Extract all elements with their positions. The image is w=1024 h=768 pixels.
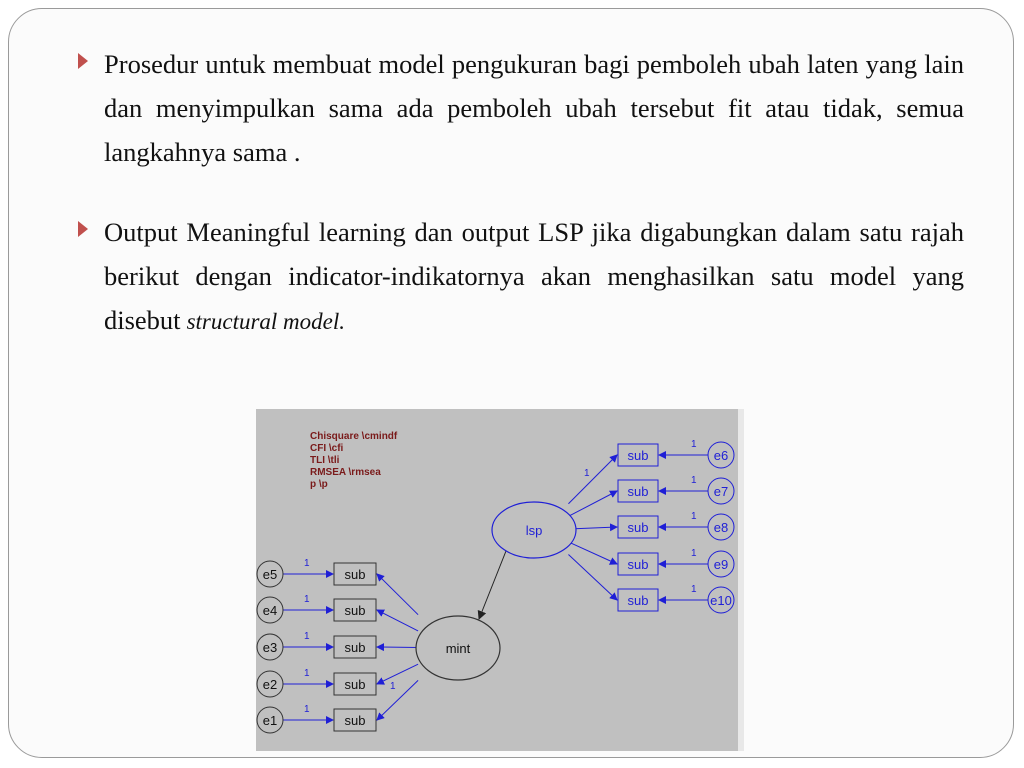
error-circle-e6 (707, 441, 735, 469)
fit-index-label: TLI \tli (310, 455, 340, 466)
indicator-box-label: sub (345, 603, 366, 618)
path-lsp-to-indicator (568, 454, 618, 505)
path-mint-to-indicator (376, 573, 419, 616)
latent-lsp-label: lsp (526, 523, 543, 538)
error-weight: 1 (304, 631, 310, 642)
error-circle-e5 (256, 560, 284, 588)
error-circle-e7 (707, 477, 735, 505)
indicator-box-right (617, 552, 659, 576)
error-weight: 1 (691, 584, 697, 595)
indicator-box-right (617, 443, 659, 467)
error-circle-e10 (707, 586, 735, 614)
indicator-box-label: sub (345, 567, 366, 582)
indicator-box-right (617, 479, 659, 503)
error-weight: 1 (304, 704, 310, 715)
indicator-box-label: sub (628, 557, 649, 572)
diagram-scrollbar-edge (738, 409, 744, 751)
path-mint-to-indicator (376, 680, 419, 721)
error-label-e3: e3 (263, 640, 277, 655)
error-weight: 1 (304, 668, 310, 679)
error-circle-e9 (707, 550, 735, 578)
bullet-text-emphasis: structural model. (186, 309, 346, 334)
error-weight: 1 (691, 475, 697, 486)
bullet-text: Prosedur untuk membuat model pengukuran … (104, 49, 964, 167)
loading-weight: 1 (584, 468, 590, 479)
indicator-box-left (333, 562, 377, 586)
bullet-item-output: Output Meaningful learning dan output LS… (78, 210, 964, 344)
path-mint-to-indicator (376, 663, 419, 685)
indicator-box-label: sub (628, 484, 649, 499)
error-label-e6: e6 (714, 448, 728, 463)
indicator-box-left (333, 672, 377, 696)
error-weight: 1 (691, 548, 697, 559)
indicator-box-left (333, 598, 377, 622)
indicator-box-label: sub (628, 520, 649, 535)
path-mint-to-indicator (376, 643, 419, 652)
error-weight: 1 (304, 594, 310, 605)
error-circle-e2 (256, 670, 284, 698)
error-weight: 1 (304, 558, 310, 569)
indicator-box-left (333, 635, 377, 659)
bullet-item-procedure: Prosedur untuk membuat model pengukuran … (78, 42, 964, 174)
error-label-e9: e9 (714, 557, 728, 572)
latent-mint (415, 615, 501, 681)
indicator-box-label: sub (628, 448, 649, 463)
error-label-e7: e7 (714, 484, 728, 499)
path-mint-to-indicator (376, 609, 419, 632)
latent-lsp (491, 501, 577, 559)
indicator-box-label: sub (345, 640, 366, 655)
error-weight: 1 (691, 439, 697, 450)
error-label-e4: e4 (263, 603, 277, 618)
fit-index-label: CFI \cfi (310, 443, 344, 454)
error-label-e8: e8 (714, 520, 728, 535)
path-lsp-to-mint (477, 550, 507, 620)
error-weight: 1 (691, 511, 697, 522)
error-circle-e1 (256, 706, 284, 734)
error-label-e1: e1 (263, 713, 277, 728)
indicator-box-left (333, 708, 377, 732)
fit-index-label: RMSEA \rmsea (310, 467, 381, 478)
indicator-box-label: sub (628, 593, 649, 608)
error-label-e2: e2 (263, 677, 277, 692)
fit-index-label: p \p (310, 479, 328, 490)
fit-index-label: Chisquare \cmindf (310, 431, 398, 442)
indicator-box-label: sub (345, 677, 366, 692)
path-lsp-to-indicator (568, 490, 618, 517)
indicator-box-right (617, 588, 659, 612)
bullet-text: Output Meaningful learning dan output LS… (104, 210, 964, 344)
bullet-arrow-icon (78, 53, 88, 69)
error-label-e5: e5 (263, 567, 277, 582)
indicator-box-right (617, 515, 659, 539)
loading-weight: 1 (390, 681, 396, 692)
error-circle-e3 (256, 633, 284, 661)
error-circle-e8 (707, 513, 735, 541)
bullet-list: Prosedur untuk membuat model pengukuran … (78, 42, 964, 344)
latent-mint-label: mint (446, 641, 471, 656)
path-lsp-to-indicator (568, 541, 618, 565)
path-lsp-to-indicator (568, 554, 618, 601)
indicator-box-label: sub (345, 713, 366, 728)
error-circle-e4 (256, 596, 284, 624)
bullet-arrow-icon (78, 221, 88, 237)
error-label-e10: e10 (710, 593, 732, 608)
bullet-text-main: Output Meaningful learning dan output LS… (104, 217, 964, 335)
